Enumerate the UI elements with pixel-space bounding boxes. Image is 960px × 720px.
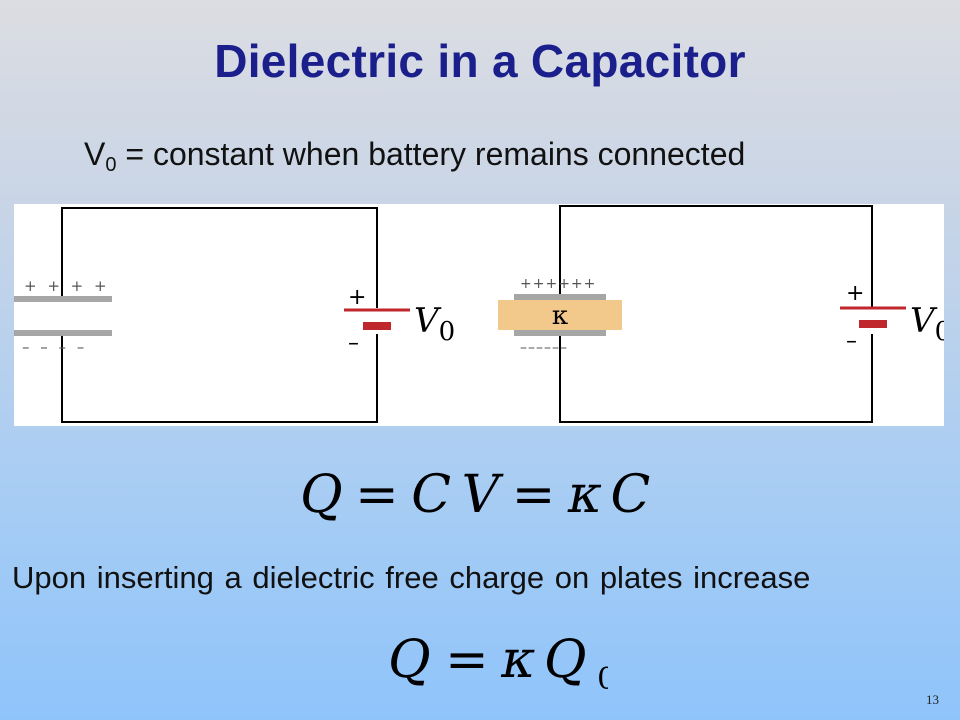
right-voltage-label: V0	[910, 301, 944, 347]
eq1-c: C	[411, 465, 451, 525]
right-wire-bottom	[559, 334, 873, 423]
right-battery-plus: +	[846, 281, 864, 306]
equation-1-svg: Q = C V = κ C 0 V 0	[300, 465, 754, 537]
right-bottom-plate	[514, 330, 606, 336]
right-battery-short-plate	[859, 320, 887, 328]
left-bottom-plate	[14, 330, 112, 336]
eq2-equals: =	[445, 630, 489, 690]
right-plus-charges: ++++++	[520, 276, 596, 292]
right-battery-minus: –	[846, 329, 857, 354]
left-battery-short-plate	[363, 322, 391, 330]
left-top-plate	[14, 296, 112, 302]
eq2-q: Q	[388, 630, 431, 690]
right-minus-charges: ––––––	[520, 340, 568, 356]
eq2-q0: Q	[544, 630, 587, 690]
dielectric-kappa: κ	[552, 301, 568, 331]
dielectric-slab	[498, 300, 622, 330]
equation-charge-increase: Q = κ Q 0	[388, 625, 616, 710]
eq1-equals-a: =	[355, 465, 399, 525]
left-battery-plus: +	[348, 285, 366, 310]
eq1-q: Q	[300, 465, 343, 525]
eq1-v: V	[462, 465, 504, 525]
left-voltage-symbol: V	[414, 301, 442, 341]
right-top-plate	[514, 294, 606, 300]
subtitle-text: = constant when battery remains connecte…	[116, 136, 746, 172]
subtitle: V0 = constant when battery remains conne…	[84, 136, 745, 177]
svg-text:Q = C V: Q = C V = κ C 0 V 0	[300, 465, 660, 537]
left-minus-charges: – – – –	[22, 338, 87, 356]
left-voltage-label: V0	[414, 301, 455, 347]
eq1-c0: C	[610, 465, 650, 525]
left-battery-minus: –	[348, 331, 359, 356]
capacitor-circuit-diagram: + + + + – – – – + – V0 κ ++++++ –––––– +	[14, 204, 944, 426]
right-voltage-symbol: V	[910, 301, 938, 341]
left-plus-charges: + + + +	[24, 277, 110, 295]
eq2-q0-sub: 0	[597, 662, 608, 697]
eq1-equals-b: =	[512, 465, 556, 525]
left-wire-top	[61, 207, 378, 308]
right-wire-top	[559, 205, 873, 308]
subtitle-subscript: 0	[105, 154, 117, 176]
left-wire-bottom	[61, 334, 378, 423]
statement-text: Upon inserting a dielectric free charge …	[12, 560, 811, 595]
left-circuit: + + + + – – – – + – V0	[14, 207, 455, 423]
equation-charge-capacitance: Q = C V = κ C 0 V 0	[300, 460, 754, 545]
slide-number: 13	[926, 692, 939, 707]
equation-2-svg: Q = κ Q 0	[388, 630, 616, 697]
eq1-kappa: κ	[567, 465, 602, 525]
circuit-svg: + + + + – – – – + – V0 κ ++++++ –––––– +	[14, 205, 944, 423]
right-circuit: κ ++++++ –––––– + – V0	[498, 205, 944, 423]
svg-text:Q = κ Q: Q = κ Q 0	[388, 630, 608, 697]
slide-title: Dielectric in a Capacitor	[214, 35, 746, 87]
left-voltage-subscript: 0	[439, 317, 456, 347]
subtitle-symbol: V	[84, 136, 106, 172]
right-voltage-subscript: 0	[935, 317, 944, 347]
eq2-kappa: κ	[500, 630, 535, 690]
